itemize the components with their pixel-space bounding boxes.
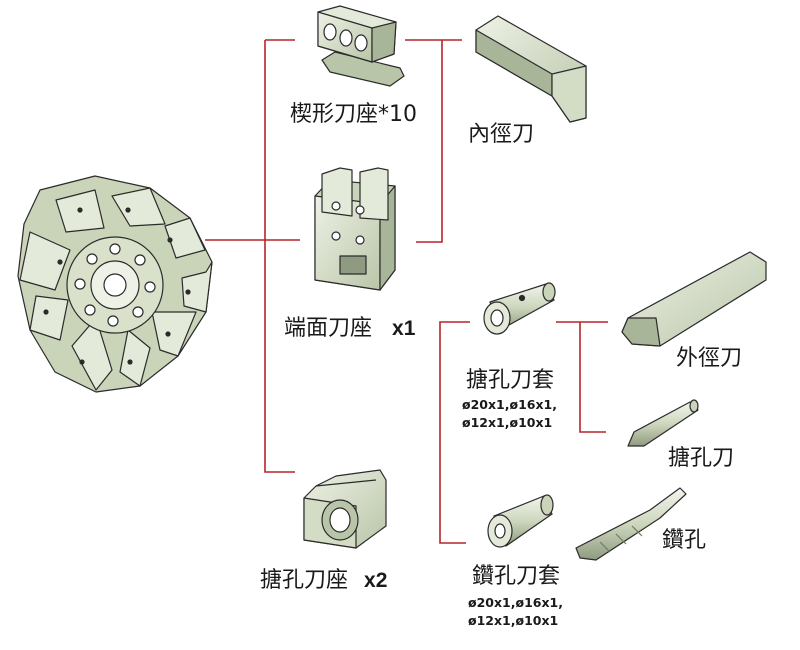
- boring-tool-holder-icon: [303, 469, 387, 549]
- boring-sleeve-sizes-line1: ø20x1,ø16x1,: [462, 397, 557, 412]
- boring-tool-label: 搪孔刀: [668, 446, 735, 471]
- turret-disc-icon: [17, 175, 213, 393]
- boring-bar-icon: [627, 399, 699, 447]
- drill-sleeve-icon: [487, 494, 554, 548]
- boring-sleeve-sizes: ø20x1,ø16x1, ø12x1,ø10x1: [462, 396, 557, 432]
- drill-label: 鑽孔: [662, 528, 707, 553]
- boring-sleeve-sizes-line2: ø12x1,ø10x1: [462, 415, 553, 430]
- connector-lines: [205, 39, 608, 544]
- face-holder-name: 端面刀座: [284, 316, 373, 341]
- boring-holder-name: 搪孔刀座: [260, 568, 349, 593]
- drill-sleeve-sizes-line1: ø20x1,ø16x1,: [468, 595, 563, 610]
- face-holder-qty: x1: [392, 317, 416, 340]
- drill-sleeve-sizes-line2: ø12x1,ø10x1: [468, 613, 559, 628]
- face-tool-holder-icon: [314, 167, 396, 291]
- outer-tool-label: 外徑刀: [676, 346, 743, 371]
- wedge-holder-label: 楔形刀座*10: [290, 104, 417, 126]
- wedge-holder-qty: *10: [378, 102, 418, 127]
- inner-tool-label: 內徑刀: [468, 122, 535, 147]
- face-holder-label: 端面刀座 x1: [284, 318, 415, 340]
- boring-holder-qty: x2: [364, 569, 388, 592]
- boring-sleeve-label: 搪孔刀套: [466, 368, 555, 393]
- outer-diameter-tool-icon: [621, 251, 767, 347]
- inner-diameter-tool-icon: [475, 15, 587, 123]
- wedge-holder-name: 楔形刀座: [290, 102, 379, 127]
- drill-sleeve-sizes: ø20x1,ø16x1, ø12x1,ø10x1: [468, 594, 563, 630]
- boring-holder-label: 搪孔刀座 x2: [260, 570, 387, 592]
- boring-sleeve-icon: [483, 282, 556, 335]
- wedge-tool-holder-icon: [317, 5, 405, 87]
- drill-bit-icon: [575, 487, 687, 561]
- drill-sleeve-label: 鑽孔刀套: [472, 564, 561, 589]
